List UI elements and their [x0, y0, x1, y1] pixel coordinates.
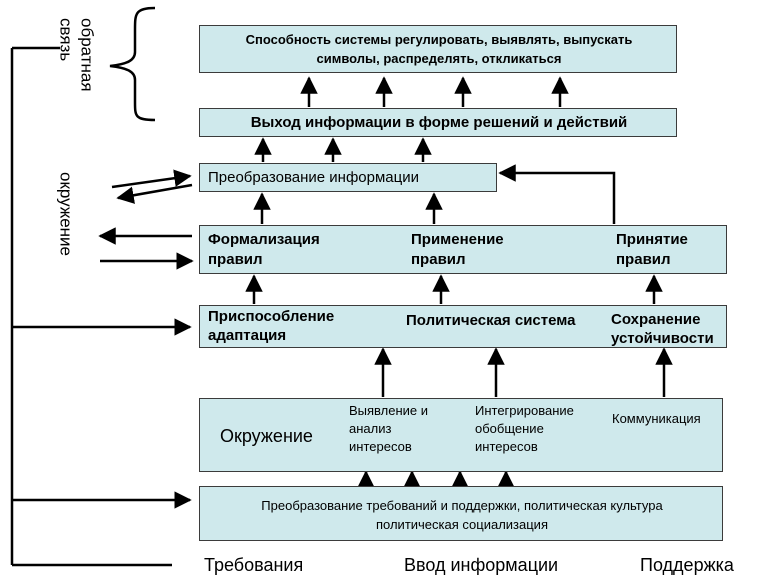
interests-line3: интересов	[349, 439, 412, 454]
application-line2: правил	[411, 251, 466, 268]
stability-line2: устойчивости	[611, 330, 714, 347]
communication-label: Коммуникация	[612, 411, 701, 426]
input-label: Ввод информации	[404, 555, 559, 575]
integration-line3: интересов	[475, 439, 538, 454]
capabilities-line2: символы, распределять, откликаться	[316, 51, 562, 66]
environment-label: Окружение	[220, 426, 313, 446]
capabilities-line1: Способность системы регулировать, выявля…	[245, 32, 633, 47]
formalization-line1: Формализация	[208, 231, 320, 248]
environment-row-box: Окружение Выявление и анализ интересов И…	[199, 398, 723, 472]
output-label: Выход информации в форме решений и дейст…	[250, 114, 628, 131]
bottom-line2: политическая социализация	[375, 517, 548, 532]
support-label: Поддержка	[640, 555, 734, 575]
political-system-label: Политическая система	[406, 312, 576, 329]
acceptance-line1: Принятие	[616, 231, 688, 248]
feedback-label-line1: обратная	[77, 18, 97, 92]
output-box: Выход информации в форме решений и дейст…	[199, 108, 677, 137]
formalization-line2: правил	[208, 251, 263, 268]
stability-line1: Сохранение	[611, 311, 701, 328]
adaptation-line1: Приспособление	[208, 308, 335, 325]
transform-label: Преобразование информации	[208, 169, 419, 186]
integration-line2: обобщение	[475, 421, 544, 436]
adaptation-line2: адаптация	[208, 327, 287, 344]
feedback-label-line2: связь	[56, 18, 76, 62]
application-line1: Применение	[411, 231, 504, 248]
env-arrow-in-1	[111, 169, 192, 189]
feedback-brace	[109, 6, 156, 122]
bottom-line1: Преобразование требований и поддержки, п…	[261, 498, 663, 513]
integration-line1: Интегрирование	[475, 403, 574, 418]
acceptance-line2: правил	[616, 251, 671, 268]
interests-line2: анализ	[349, 421, 392, 436]
requirements-transform-box: Преобразование требований и поддержки, п…	[199, 486, 723, 541]
political-system-box: Приспособление адаптация Политическая си…	[199, 305, 727, 348]
interests-line1: Выявление и	[349, 403, 429, 418]
system-capabilities-box: Способность системы регулировать, выявля…	[199, 25, 677, 73]
information-transform-box: Преобразование информации	[199, 163, 497, 192]
demands-label: Требования	[204, 555, 304, 575]
env-arrow-out-1	[116, 183, 193, 204]
rules-box: Формализация правил Применение правил Пр…	[199, 225, 727, 274]
environment-vertical-label: окружение	[56, 172, 76, 257]
